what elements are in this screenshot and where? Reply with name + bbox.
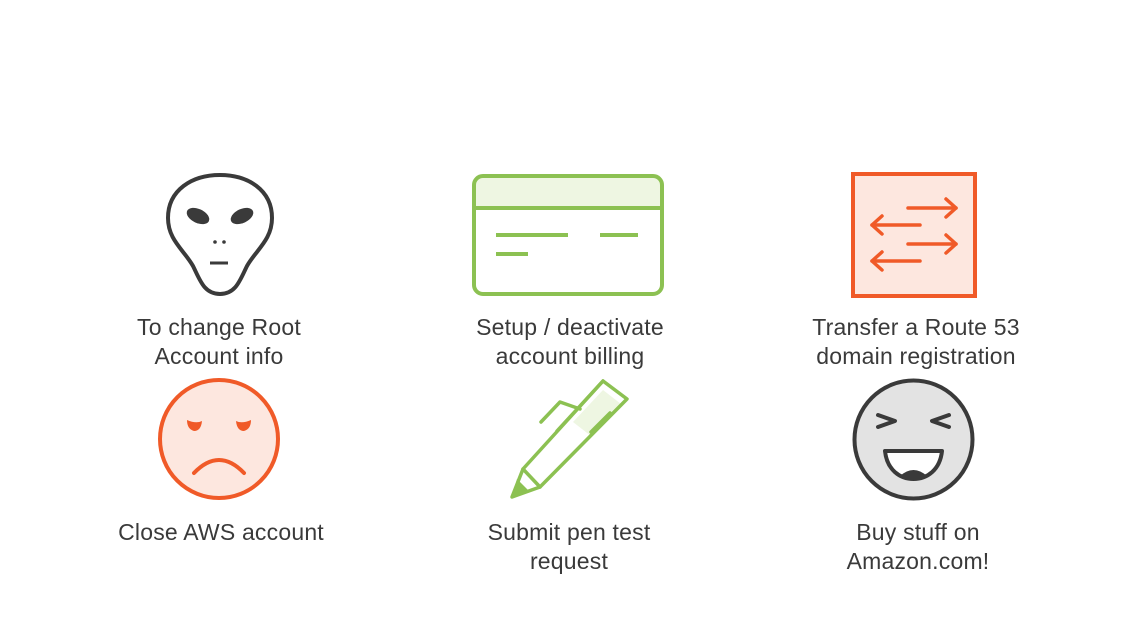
pen-icon xyxy=(510,379,629,499)
sad-face-icon xyxy=(158,378,280,500)
item-label-billing: Setup / deactivate account billing xyxy=(476,314,664,369)
item-label-pen-test: Submit pen test request xyxy=(487,519,651,574)
alien-icon xyxy=(165,172,275,297)
item-label-amazon: Buy stuff on Amazon.com! xyxy=(846,519,990,574)
credit-card-icon xyxy=(472,174,664,296)
item-label-root-account: To change Root Account info xyxy=(137,314,301,369)
laughing-face-icon xyxy=(852,378,975,501)
item-label-close-account: Close AWS account xyxy=(118,519,324,545)
transfer-arrows-icon xyxy=(851,172,977,298)
item-label-route53: Transfer a Route 53 domain registration xyxy=(812,314,1020,369)
